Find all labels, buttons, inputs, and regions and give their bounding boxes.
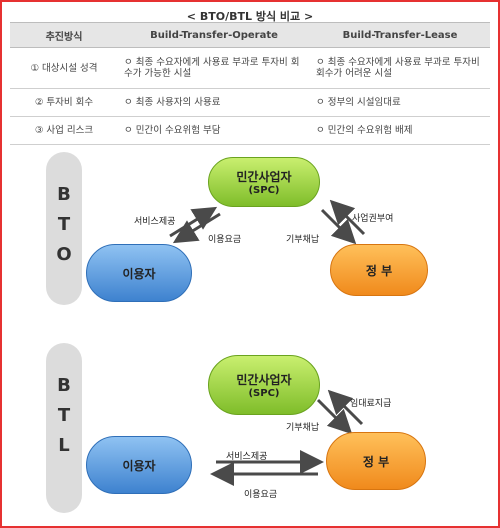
arrow-bto-donation [320, 208, 357, 245]
table-row: ① 대상시설 성격 ㅇ 최종 수요자에게 사용료 부과로 투자비 회수가 가능한… [10, 47, 490, 89]
row-key: ③ 사업 리스크 [10, 116, 118, 145]
btl-label-rent: 임대료지급 [350, 399, 392, 409]
btl-label-donation: 기부채납 [286, 423, 320, 433]
bto-label-service: 서비스제공 [134, 217, 176, 227]
btl-label-pill: B T L [46, 343, 82, 513]
btl-label-service: 서비스제공 [226, 452, 268, 462]
table-row: ③ 사업 리스크 ㅇ 민간이 수요위험 부담 ㅇ 민간의 수요위험 배제 [10, 116, 490, 145]
btl-spc-node: 민간사업자 (SPC) [208, 355, 320, 415]
btl-gov-node: 정 부 [326, 432, 426, 490]
bto-user-node: 이용자 [86, 244, 192, 302]
btl-letter: L [58, 435, 70, 456]
bto-letter: B [57, 184, 71, 205]
row-btl: ㅇ 민간의 수요위험 배제 [310, 116, 490, 145]
bto-letter: T [57, 214, 71, 235]
row-bto: ㅇ 최종 사용자의 사용료 [118, 88, 310, 117]
bto-gov-node: 정 부 [330, 244, 428, 296]
bto-label-pill: B T O [46, 152, 82, 305]
row-key: ② 투자비 회수 [10, 88, 118, 117]
btl-spc-name: 민간사업자 [236, 373, 292, 387]
arrow-bto-rights [329, 199, 366, 236]
btl-letter: T [57, 405, 71, 426]
row-btl: ㅇ 정부의 시설임대료 [310, 88, 490, 117]
btl-label-fee: 이용요금 [244, 490, 278, 500]
header-bto: Build-Transfer-Operate [118, 22, 310, 48]
header-btl: Build-Transfer-Lease [310, 22, 490, 48]
btl-user-node: 이용자 [86, 436, 192, 494]
btl-spc-abbr: (SPC) [248, 388, 280, 399]
btl-letter: B [57, 375, 71, 396]
table-row: ② 투자비 회수 ㅇ 최종 사용자의 사용료 ㅇ 정부의 시설임대료 [10, 88, 490, 117]
bto-label-donation: 기부채납 [286, 235, 320, 245]
page-title: < BTO/BTL 방식 비교 > [186, 10, 314, 23]
bto-spc-node: 민간사업자 (SPC) [208, 157, 320, 207]
bto-letter: O [56, 244, 72, 265]
row-key: ① 대상시설 성격 [10, 47, 118, 89]
comparison-table: 추진방식 Build-Transfer-Operate Build-Transf… [10, 22, 490, 145]
bto-spc-name: 민간사업자 [236, 170, 292, 184]
bto-label-fee: 이용요금 [208, 235, 242, 245]
table-header-row: 추진방식 Build-Transfer-Operate Build-Transf… [10, 22, 490, 48]
arrow-bto-fee [172, 212, 221, 244]
header-method: 추진방식 [10, 22, 118, 48]
bto-label-rights: 사업권부여 [352, 214, 394, 224]
row-bto: ㅇ 최종 수요자에게 사용료 부과로 투자비 회수가 가능한 시설 [118, 47, 310, 89]
arrow-btl-rent [327, 389, 364, 426]
row-btl: ㅇ 최종 수요자에게 사용료 부과로 투자비 회수가 어려운 시설 [310, 47, 490, 89]
row-bto: ㅇ 민간이 수요위험 부담 [118, 116, 310, 145]
bto-spc-abbr: (SPC) [248, 185, 280, 196]
